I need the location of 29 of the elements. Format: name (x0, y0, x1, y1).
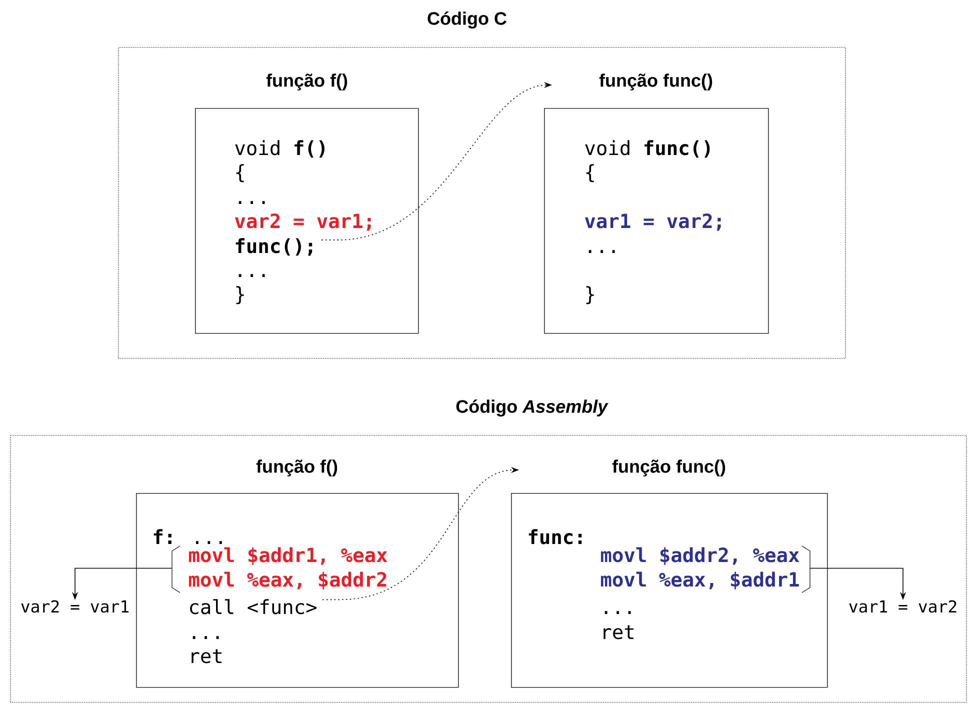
code-line: func(); (236, 238, 312, 256)
code-line: ... (238, 274, 265, 277)
result-label: var1 = var2 (849, 600, 956, 613)
code-line: ... (238, 201, 265, 204)
code-line: { (236, 164, 244, 182)
code-line: var2 = var1; (234, 214, 371, 231)
code-line: { (586, 164, 594, 182)
code-line: void func() (585, 140, 710, 158)
section-title: Código C (428, 12, 506, 28)
function-heading: função f() (266, 74, 348, 90)
function-heading: função func() (599, 74, 712, 90)
code-line: void f() (235, 140, 324, 158)
result-label: var2 = var1 (21, 600, 129, 613)
code-line: ... (604, 611, 631, 614)
function-heading: função func() (612, 460, 726, 476)
code-line: func: (528, 529, 582, 544)
code-lines: movl $addr2, %eax movl %eax, $addr1 (600, 547, 800, 590)
code-line: ret (604, 625, 634, 640)
section-title: Código Assembly (456, 399, 608, 416)
code-line: var1 = var2; (584, 214, 721, 231)
code-line: ... (588, 250, 615, 253)
code-line: ret (192, 649, 222, 664)
code-lines: movl $addr1, %eax movl %eax, $addr2 (189, 547, 388, 590)
function-heading: função f() (256, 460, 338, 476)
code-line: } (236, 286, 244, 304)
code-line: ... (192, 636, 219, 639)
code-line: call <func> (190, 599, 316, 614)
code-line: f: ... (154, 529, 222, 544)
code-line: } (586, 286, 594, 304)
